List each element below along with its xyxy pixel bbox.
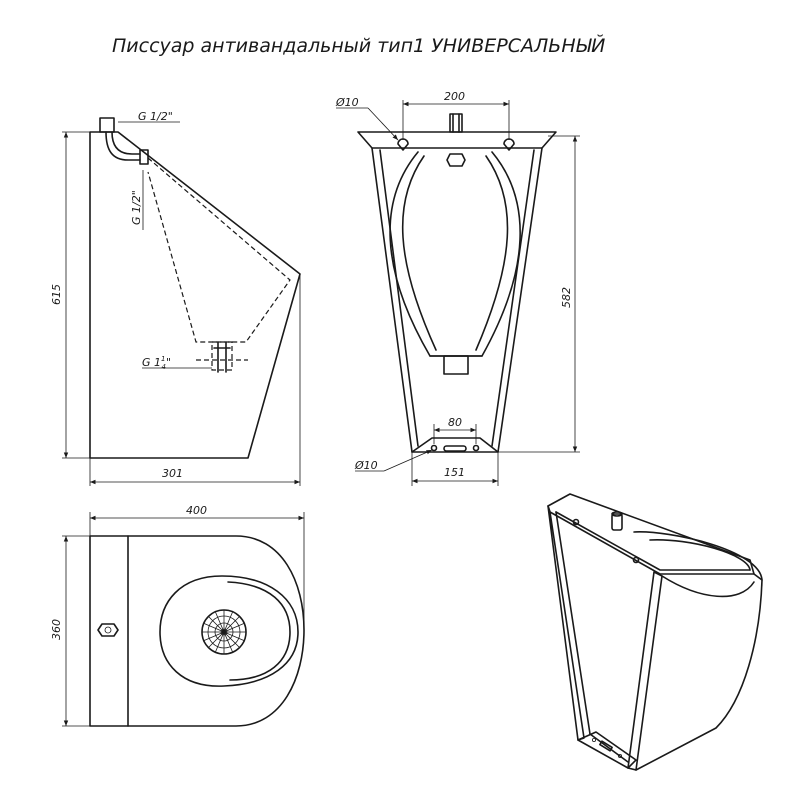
top-width-label: 400 bbox=[186, 504, 207, 517]
front-bottom-hole-left bbox=[430, 444, 438, 452]
drawing-title: Писсуар антивандальный тип1 УНИВЕРСАЛЬНЫ… bbox=[112, 34, 605, 57]
side-drain-fitting bbox=[211, 341, 233, 371]
iso-hole-right bbox=[632, 556, 640, 564]
front-width-top-label: 200 bbox=[444, 90, 465, 103]
front-top-hole-right bbox=[503, 138, 515, 151]
front-inlet bbox=[449, 113, 463, 133]
side-inlet-pipe bbox=[105, 131, 141, 161]
front-width-bottom-label: 151 bbox=[444, 466, 465, 479]
iso-left-post bbox=[547, 505, 585, 741]
top-inlet-nut bbox=[97, 623, 119, 637]
side-pipe-top-label: G 1/2" bbox=[138, 110, 173, 123]
iso-top-frame bbox=[547, 493, 755, 575]
front-hole-bottom-label: Ø10 bbox=[354, 459, 378, 472]
top-drain-grate bbox=[201, 609, 247, 655]
front-view: 200 Ø10 582 80 151 Ø10 bbox=[335, 90, 580, 486]
iso-hole-left bbox=[572, 518, 580, 526]
side-height-label: 615 bbox=[50, 284, 63, 305]
side-pipe-side-label: G 1/2" bbox=[130, 190, 143, 225]
front-outer-outline bbox=[357, 131, 557, 453]
front-inlet-nut bbox=[446, 153, 466, 167]
top-body-outline bbox=[89, 535, 305, 727]
top-view: 400 360 bbox=[50, 504, 305, 727]
side-inlet-nut bbox=[139, 149, 149, 165]
front-bottom-slot bbox=[443, 445, 467, 452]
side-hidden-bowl bbox=[147, 157, 291, 343]
top-depth-label: 360 bbox=[50, 619, 63, 640]
side-body-outline bbox=[89, 131, 301, 459]
top-bowl-outer bbox=[159, 575, 299, 687]
front-drain bbox=[443, 355, 469, 375]
iso-bottom-frame bbox=[577, 731, 637, 769]
iso-inlet bbox=[611, 513, 623, 531]
front-top-hole-left bbox=[397, 138, 409, 151]
front-bottom-hole-right bbox=[472, 444, 480, 452]
front-width-bottom-inner-label: 80 bbox=[448, 416, 462, 429]
iso-front-post bbox=[627, 571, 663, 771]
side-inlet-fitting bbox=[99, 117, 115, 133]
isometric-view bbox=[547, 493, 763, 771]
side-depth-label: 301 bbox=[162, 467, 183, 480]
front-height-label: 582 bbox=[560, 287, 573, 308]
iso-body-side bbox=[635, 573, 763, 771]
front-hole-top-label: Ø10 bbox=[335, 96, 359, 109]
